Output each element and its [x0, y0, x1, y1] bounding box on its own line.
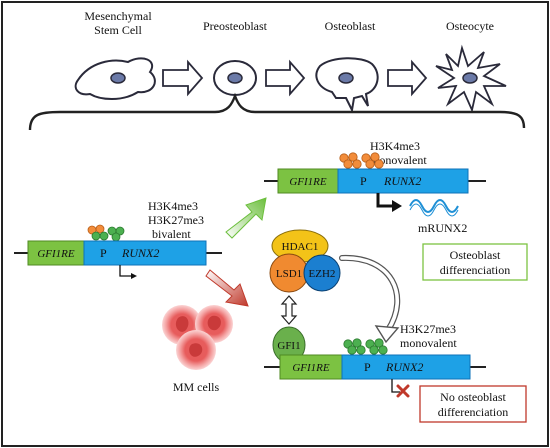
mrunx2-label: mRUNX2: [418, 221, 467, 235]
lower-promoter-label: P: [364, 360, 371, 374]
stage-arrow-2: [265, 59, 306, 97]
osteoblast-cell-icon: [315, 57, 379, 114]
block-x-icon: [396, 384, 410, 398]
upper-gene-box: [337, 168, 469, 194]
left-promoter-label: P: [100, 246, 107, 260]
mm-cells-label: MM cells: [173, 380, 220, 394]
stage-arrow-3: [387, 59, 428, 97]
lower-gene-box: [341, 354, 471, 380]
bivalent-marks: [87, 224, 125, 242]
osteoblast-outcome-box: [422, 243, 528, 281]
lower-green-marks: [343, 338, 388, 355]
interaction-double-arrow: [280, 295, 298, 325]
lower-tss-arrow: [391, 379, 400, 393]
ezh2-label: EZH2: [309, 268, 336, 280]
ezh2-blob: [303, 254, 341, 292]
no-osteoblast-outcome-line2: differenciation: [438, 405, 508, 419]
lower-enhancer-box: [279, 354, 343, 380]
upper-gene-label: RUNX2: [383, 174, 421, 188]
stage-arrow-1: [162, 59, 204, 97]
lower-state-label: monovalent: [400, 336, 457, 350]
upper-state-label: monovalent: [370, 153, 427, 167]
mm-cells-icon: [162, 305, 233, 370]
green-arrow: [225, 197, 267, 239]
upper-mark-label: H3K4me3: [370, 139, 420, 153]
no-osteoblast-outcome-box: [419, 385, 527, 423]
left-tss-arrow: [119, 265, 132, 277]
left-enhancer-box: [27, 240, 85, 266]
stage-label-msc-1: Mesenchymal: [84, 9, 152, 23]
left-enhancer-label: GFI1RE: [37, 248, 75, 260]
lower-enhancer-label: GFI1RE: [292, 362, 330, 374]
upper-tss-arrowhead: [392, 200, 402, 212]
msc-cell-icon: [74, 57, 156, 100]
bivalent-state: bivalent: [152, 227, 191, 241]
stage-label-preosteoblast: Preosteoblast: [203, 19, 268, 33]
upper-enhancer-box: [277, 168, 339, 194]
osteoblast-outcome-line1: Osteoblast: [450, 248, 501, 262]
bivalent-mark1: H3K4me3: [148, 199, 198, 213]
no-osteoblast-outcome-line1: No osteoblast: [440, 390, 506, 404]
stage-label-osteoblast: Osteoblast: [325, 19, 376, 33]
left-tss-arrowhead: [131, 273, 137, 279]
mrna-wave-icon-2: [409, 203, 459, 217]
stage-label-msc-2: Stem Cell: [94, 23, 142, 37]
lower-gene-label: RUNX2: [385, 360, 423, 374]
gfi1-label: GFI1: [277, 340, 300, 352]
upper-promoter-label: P: [360, 174, 367, 188]
left-gene-label: RUNX2: [121, 246, 159, 260]
curly-brace: [28, 92, 526, 131]
preosteoblast-cell-icon: [213, 60, 257, 96]
lsd1-label: LSD1: [276, 268, 302, 280]
mrna-wave-icon: [409, 199, 459, 213]
osteoblast-outcome-line2: differenciation: [440, 263, 510, 277]
recruitment-arrow-inner: [340, 256, 399, 332]
upper-tss-arrow: [376, 193, 392, 208]
hdac1-label: HDAC1: [282, 241, 319, 253]
red-arrow: [205, 269, 249, 307]
recruitment-arrowhead: [374, 325, 400, 344]
stage-label-osteocyte: Osteocyte: [446, 19, 494, 33]
left-gene-box: [83, 240, 207, 266]
osteocyte-cell-icon: [435, 44, 507, 113]
upper-enhancer-label: GFI1RE: [289, 176, 327, 188]
upper-orange-marks: [339, 152, 384, 169]
bivalent-mark2: H3K27me3: [148, 213, 204, 227]
lower-mark-label: H3K27me3: [400, 322, 456, 336]
